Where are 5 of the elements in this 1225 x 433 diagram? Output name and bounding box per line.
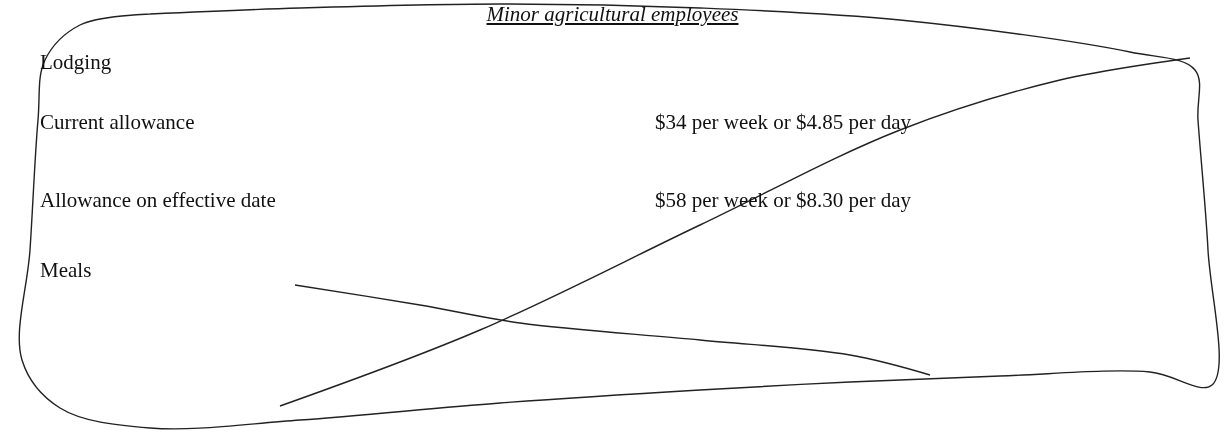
table-text: $34 per week or $4.85 per day (655, 110, 912, 134)
table-text: Current allowance (40, 110, 196, 134)
table-text: Allowance on effective date (40, 188, 277, 212)
title: Minor agricultural employees (485, 2, 740, 26)
table-text: Meals (40, 258, 93, 282)
